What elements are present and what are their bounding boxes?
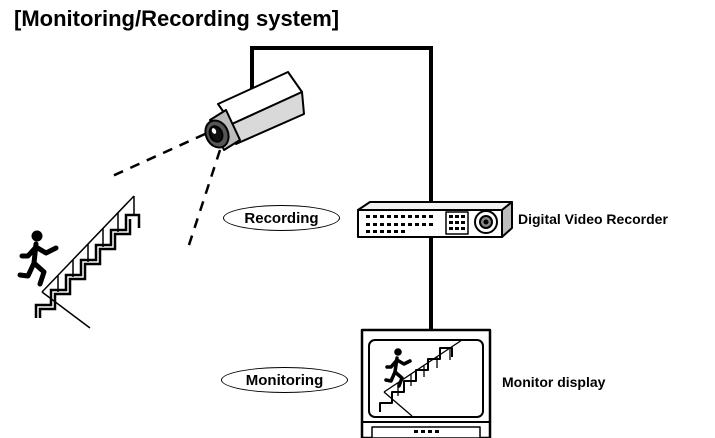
- dvr-label: Digital Video Recorder: [518, 211, 668, 227]
- running-person-icon: [17, 230, 59, 287]
- monitor-screen-person: [384, 348, 412, 388]
- stair-railing: [41, 195, 135, 329]
- dvr-device-icon: [357, 201, 513, 238]
- stair-outline: [34, 213, 141, 318]
- dvr-button-rows: [366, 215, 433, 233]
- monitor-control-panel: [371, 426, 481, 438]
- connection-cables: [250, 46, 433, 330]
- view-line-upper: [107, 132, 206, 180]
- view-line-lower: [186, 149, 222, 249]
- diagram-title: [Monitoring/Recording system]: [14, 6, 340, 31]
- recording-label: Recording: [223, 205, 340, 231]
- monitor-screen-staircase: [379, 339, 463, 417]
- monitor-label: Monitor display: [502, 374, 606, 390]
- camera-to-dvr-cable: [250, 46, 433, 205]
- crt-monitor-icon: [360, 328, 492, 438]
- stair-outline-inner: [38, 219, 132, 318]
- staircase-runner-icon: [17, 195, 141, 329]
- cctv-camera-icon: [204, 71, 305, 151]
- monitoring-label: Monitoring: [221, 367, 348, 393]
